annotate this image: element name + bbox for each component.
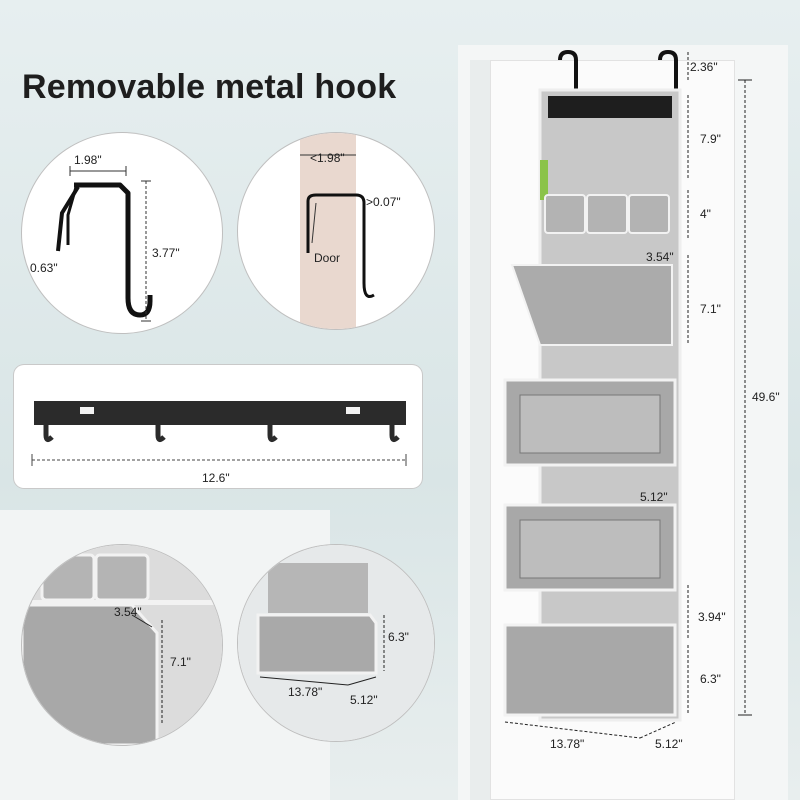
- organizer-lower-gap-label: 3.94": [698, 610, 726, 624]
- organizer-bottom-height-label: 6.3": [700, 672, 721, 686]
- pocket-depth-label: 3.54": [114, 605, 142, 619]
- gap-label: <1.98": [310, 151, 345, 165]
- hallway: [470, 60, 490, 800]
- hook-width-label: 1.98": [74, 153, 102, 167]
- hook-detail-circle: 1.98" 3.77" 0.63": [22, 133, 222, 333]
- hook-thickness-label: 0.63": [30, 261, 58, 275]
- basket-detail-circle: 6.3" 13.78" 5.12": [238, 545, 434, 741]
- hook-height-label: 3.77": [152, 246, 180, 260]
- door-label: Door: [314, 251, 341, 265]
- organizer-window-depth-label: 5.12": [640, 490, 668, 504]
- basket-length-label: 13.78": [288, 685, 323, 699]
- organizer-total-height-label: 49.6": [752, 390, 780, 404]
- organizer-flap-depth-label: 3.54": [646, 250, 674, 264]
- basket-depth-label: 5.12": [350, 693, 378, 707]
- organizer-top-gap-label: 7.9": [700, 132, 721, 146]
- organizer-depth-label: 5.12": [655, 737, 683, 751]
- hook-bar-illustration: [31, 401, 407, 466]
- hook-bar-length-label: 12.6": [202, 471, 230, 485]
- organizer-flap-height-label: 7.1": [700, 302, 721, 316]
- hook-bar-card: 12.6": [14, 365, 422, 488]
- door-fit-illustration: [300, 133, 375, 329]
- door-fit-circle: <1.98" >0.07" Door: [238, 133, 434, 329]
- organizer-top-hook-label: 2.36": [690, 60, 718, 74]
- basket-illustration: [238, 545, 434, 741]
- hook-illustration: [56, 166, 153, 322]
- headline-title: Removable metal hook: [22, 68, 397, 106]
- organizer-small-pockets-label: 4": [700, 207, 711, 221]
- pocket-height-label: 7.1": [170, 655, 191, 669]
- organizer-width-label: 13.78": [550, 737, 585, 751]
- basket-height-label: 6.3": [388, 630, 409, 644]
- door-thickness-label: >0.07": [366, 195, 401, 209]
